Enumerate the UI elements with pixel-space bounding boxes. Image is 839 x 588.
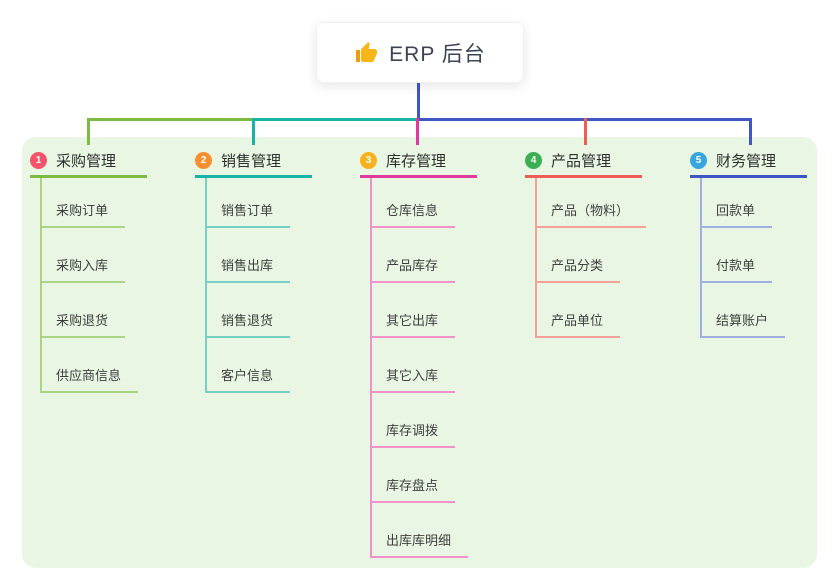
child-node: 仓库信息 — [372, 178, 477, 228]
child-node: 其它入库 — [372, 338, 477, 393]
child-label[interactable]: 供应商信息 — [42, 365, 139, 393]
branch-children: 销售订单 销售出库 销售退货 客户信息 — [205, 178, 312, 393]
connector-line — [749, 118, 752, 145]
branch-label: 采购管理 — [56, 152, 117, 170]
child-node: 销售出库 — [207, 228, 312, 283]
branch-children: 仓库信息 产品库存 其它出库 其它入库 库存调拨 库存盘点 出库库明细 — [370, 178, 477, 558]
child-node: 销售退货 — [207, 283, 312, 338]
child-label[interactable]: 回款单 — [702, 200, 773, 228]
branch-node-1: 1 采购管理 采购订单 采购入库 采购退货 供应商信息 — [30, 145, 147, 393]
thumbs-up-icon — [356, 41, 378, 62]
branch-number-badge: 4 — [525, 151, 542, 169]
child-label[interactable]: 采购订单 — [42, 200, 126, 228]
branch-header[interactable]: 5 财务管理 — [690, 145, 807, 178]
branch-label: 财务管理 — [716, 152, 777, 170]
child-label[interactable]: 库存盘点 — [372, 475, 456, 503]
child-node: 出库库明细 — [372, 503, 477, 558]
child-label[interactable]: 结算账户 — [702, 310, 786, 338]
child-node: 供应商信息 — [42, 338, 147, 393]
child-label[interactable]: 其它入库 — [372, 365, 456, 393]
branches-panel — [22, 137, 817, 568]
connector-line — [252, 118, 255, 145]
connector-line — [87, 118, 90, 145]
branch-children: 回款单 付款单 结算账户 — [700, 178, 807, 338]
child-label[interactable]: 客户信息 — [207, 365, 291, 393]
child-label[interactable]: 采购入库 — [42, 255, 126, 283]
branch-node-3: 3 库存管理 仓库信息 产品库存 其它出库 其它入库 库存调拨 库存盘点 出库库… — [360, 145, 477, 558]
child-label[interactable]: 采购退货 — [42, 310, 126, 338]
connector-line — [417, 83, 420, 120]
child-label[interactable]: 出库库明细 — [372, 530, 469, 558]
child-label[interactable]: 仓库信息 — [372, 200, 456, 228]
child-label[interactable]: 产品（物料） — [537, 200, 647, 228]
child-node: 产品库存 — [372, 228, 477, 283]
branch-children: 采购订单 采购入库 采购退货 供应商信息 — [40, 178, 147, 393]
child-label[interactable]: 产品库存 — [372, 255, 456, 283]
child-node: 产品单位 — [537, 283, 642, 338]
child-label[interactable]: 付款单 — [702, 255, 773, 283]
branch-header[interactable]: 4 产品管理 — [525, 145, 642, 178]
child-node: 其它出库 — [372, 283, 477, 338]
branch-label: 销售管理 — [221, 152, 282, 170]
connector-line — [584, 118, 587, 145]
child-node: 采购退货 — [42, 283, 147, 338]
child-label[interactable]: 销售订单 — [207, 200, 291, 228]
connector-line — [87, 118, 253, 121]
root-node[interactable]: ERP 后台 — [316, 22, 524, 83]
branch-number-badge: 1 — [30, 151, 47, 169]
child-label[interactable]: 产品分类 — [537, 255, 621, 283]
branch-header[interactable]: 2 销售管理 — [195, 145, 312, 178]
child-node: 库存盘点 — [372, 448, 477, 503]
child-node: 采购订单 — [42, 178, 147, 228]
child-node: 结算账户 — [702, 283, 807, 338]
branch-label: 产品管理 — [551, 152, 612, 170]
child-node: 采购入库 — [42, 228, 147, 283]
child-node: 产品（物料） — [537, 178, 647, 228]
branch-header[interactable]: 1 采购管理 — [30, 145, 147, 178]
child-label[interactable]: 销售出库 — [207, 255, 291, 283]
connector-line — [416, 118, 419, 145]
branch-header[interactable]: 3 库存管理 — [360, 145, 477, 178]
connector-line — [252, 118, 418, 121]
child-node: 销售订单 — [207, 178, 312, 228]
branch-label: 库存管理 — [386, 152, 447, 170]
branch-node-2: 2 销售管理 销售订单 销售出库 销售退货 客户信息 — [195, 145, 312, 393]
branch-node-4: 4 产品管理 产品（物料） 产品分类 产品单位 — [525, 145, 647, 338]
child-label[interactable]: 销售退货 — [207, 310, 291, 338]
branch-children: 产品（物料） 产品分类 产品单位 — [535, 178, 647, 338]
child-node: 付款单 — [702, 228, 807, 283]
child-node: 客户信息 — [207, 338, 312, 393]
branch-number-badge: 5 — [690, 151, 707, 169]
root-label: ERP 后台 — [389, 42, 486, 66]
child-label[interactable]: 产品单位 — [537, 310, 621, 338]
child-node: 回款单 — [702, 178, 807, 228]
child-node: 产品分类 — [537, 228, 642, 283]
branch-number-badge: 3 — [360, 151, 377, 169]
child-label[interactable]: 库存调拨 — [372, 420, 456, 448]
branch-number-badge: 2 — [195, 151, 212, 169]
branch-node-5: 5 财务管理 回款单 付款单 结算账户 — [690, 145, 807, 338]
child-label[interactable]: 其它出库 — [372, 310, 456, 338]
child-node: 库存调拨 — [372, 393, 477, 448]
